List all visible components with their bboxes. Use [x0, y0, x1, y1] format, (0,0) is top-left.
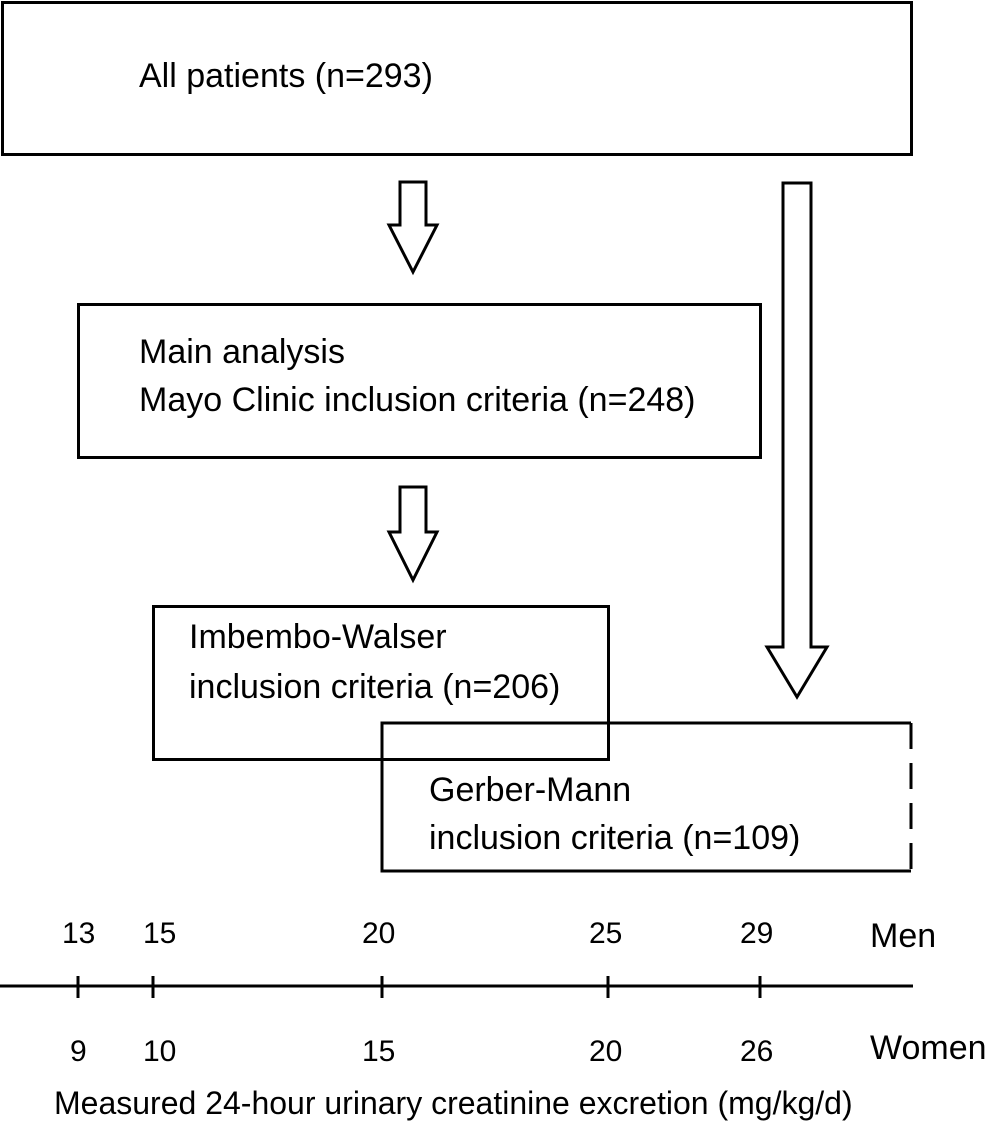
men-axis-label: Men: [870, 917, 937, 955]
all-patients-box: [1, 1, 913, 156]
women-tick-label: 15: [362, 1035, 396, 1068]
gerber-mann-box: [380, 721, 913, 873]
arrow-down-long: [764, 181, 830, 700]
gerber-mann-title: Gerber-Mann: [429, 771, 632, 809]
imbembo-walser-title: Imbembo-Walser: [189, 618, 447, 656]
women-tick-label: 9: [70, 1035, 87, 1068]
imbembo-walser-criteria: inclusion criteria (n=206): [189, 668, 561, 706]
main-analysis-title: Main analysis: [139, 333, 345, 371]
men-tick-label: 20: [362, 917, 396, 950]
main-analysis-box: [77, 303, 762, 459]
main-analysis-criteria: Mayo Clinic inclusion criteria (n=248): [139, 381, 696, 419]
arrow-down-2: [386, 485, 440, 584]
men-tick-label: 13: [62, 917, 96, 950]
axis-caption: Measured 24-hour urinary creatinine excr…: [54, 1085, 853, 1121]
gerber-mann-criteria: inclusion criteria (n=109): [429, 819, 801, 857]
men-tick-label: 15: [143, 917, 177, 950]
all-patients-label: All patients (n=293): [139, 57, 433, 95]
men-tick-label: 25: [589, 917, 623, 950]
women-axis-label: Women: [870, 1029, 987, 1067]
women-tick-label: 10: [143, 1035, 177, 1068]
women-tick-label: 20: [589, 1035, 623, 1068]
arrow-down-1: [386, 180, 440, 276]
women-tick-label: 26: [740, 1035, 774, 1068]
men-tick-label: 29: [740, 917, 774, 950]
